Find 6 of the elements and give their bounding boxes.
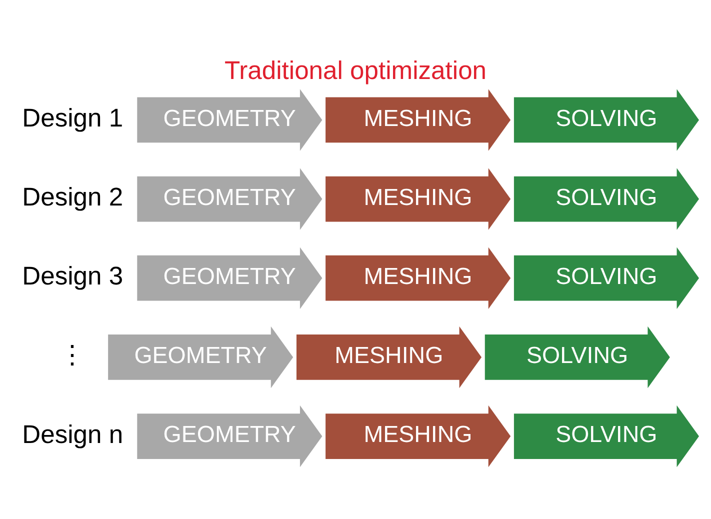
label: Design 1: [22, 104, 124, 132]
diagram-title: Traditional optimization: [224, 56, 487, 85]
label: Design n: [22, 420, 124, 449]
label: Design 3: [22, 262, 124, 291]
label: ⋮: [60, 342, 86, 370]
label: Design 2: [22, 184, 124, 212]
